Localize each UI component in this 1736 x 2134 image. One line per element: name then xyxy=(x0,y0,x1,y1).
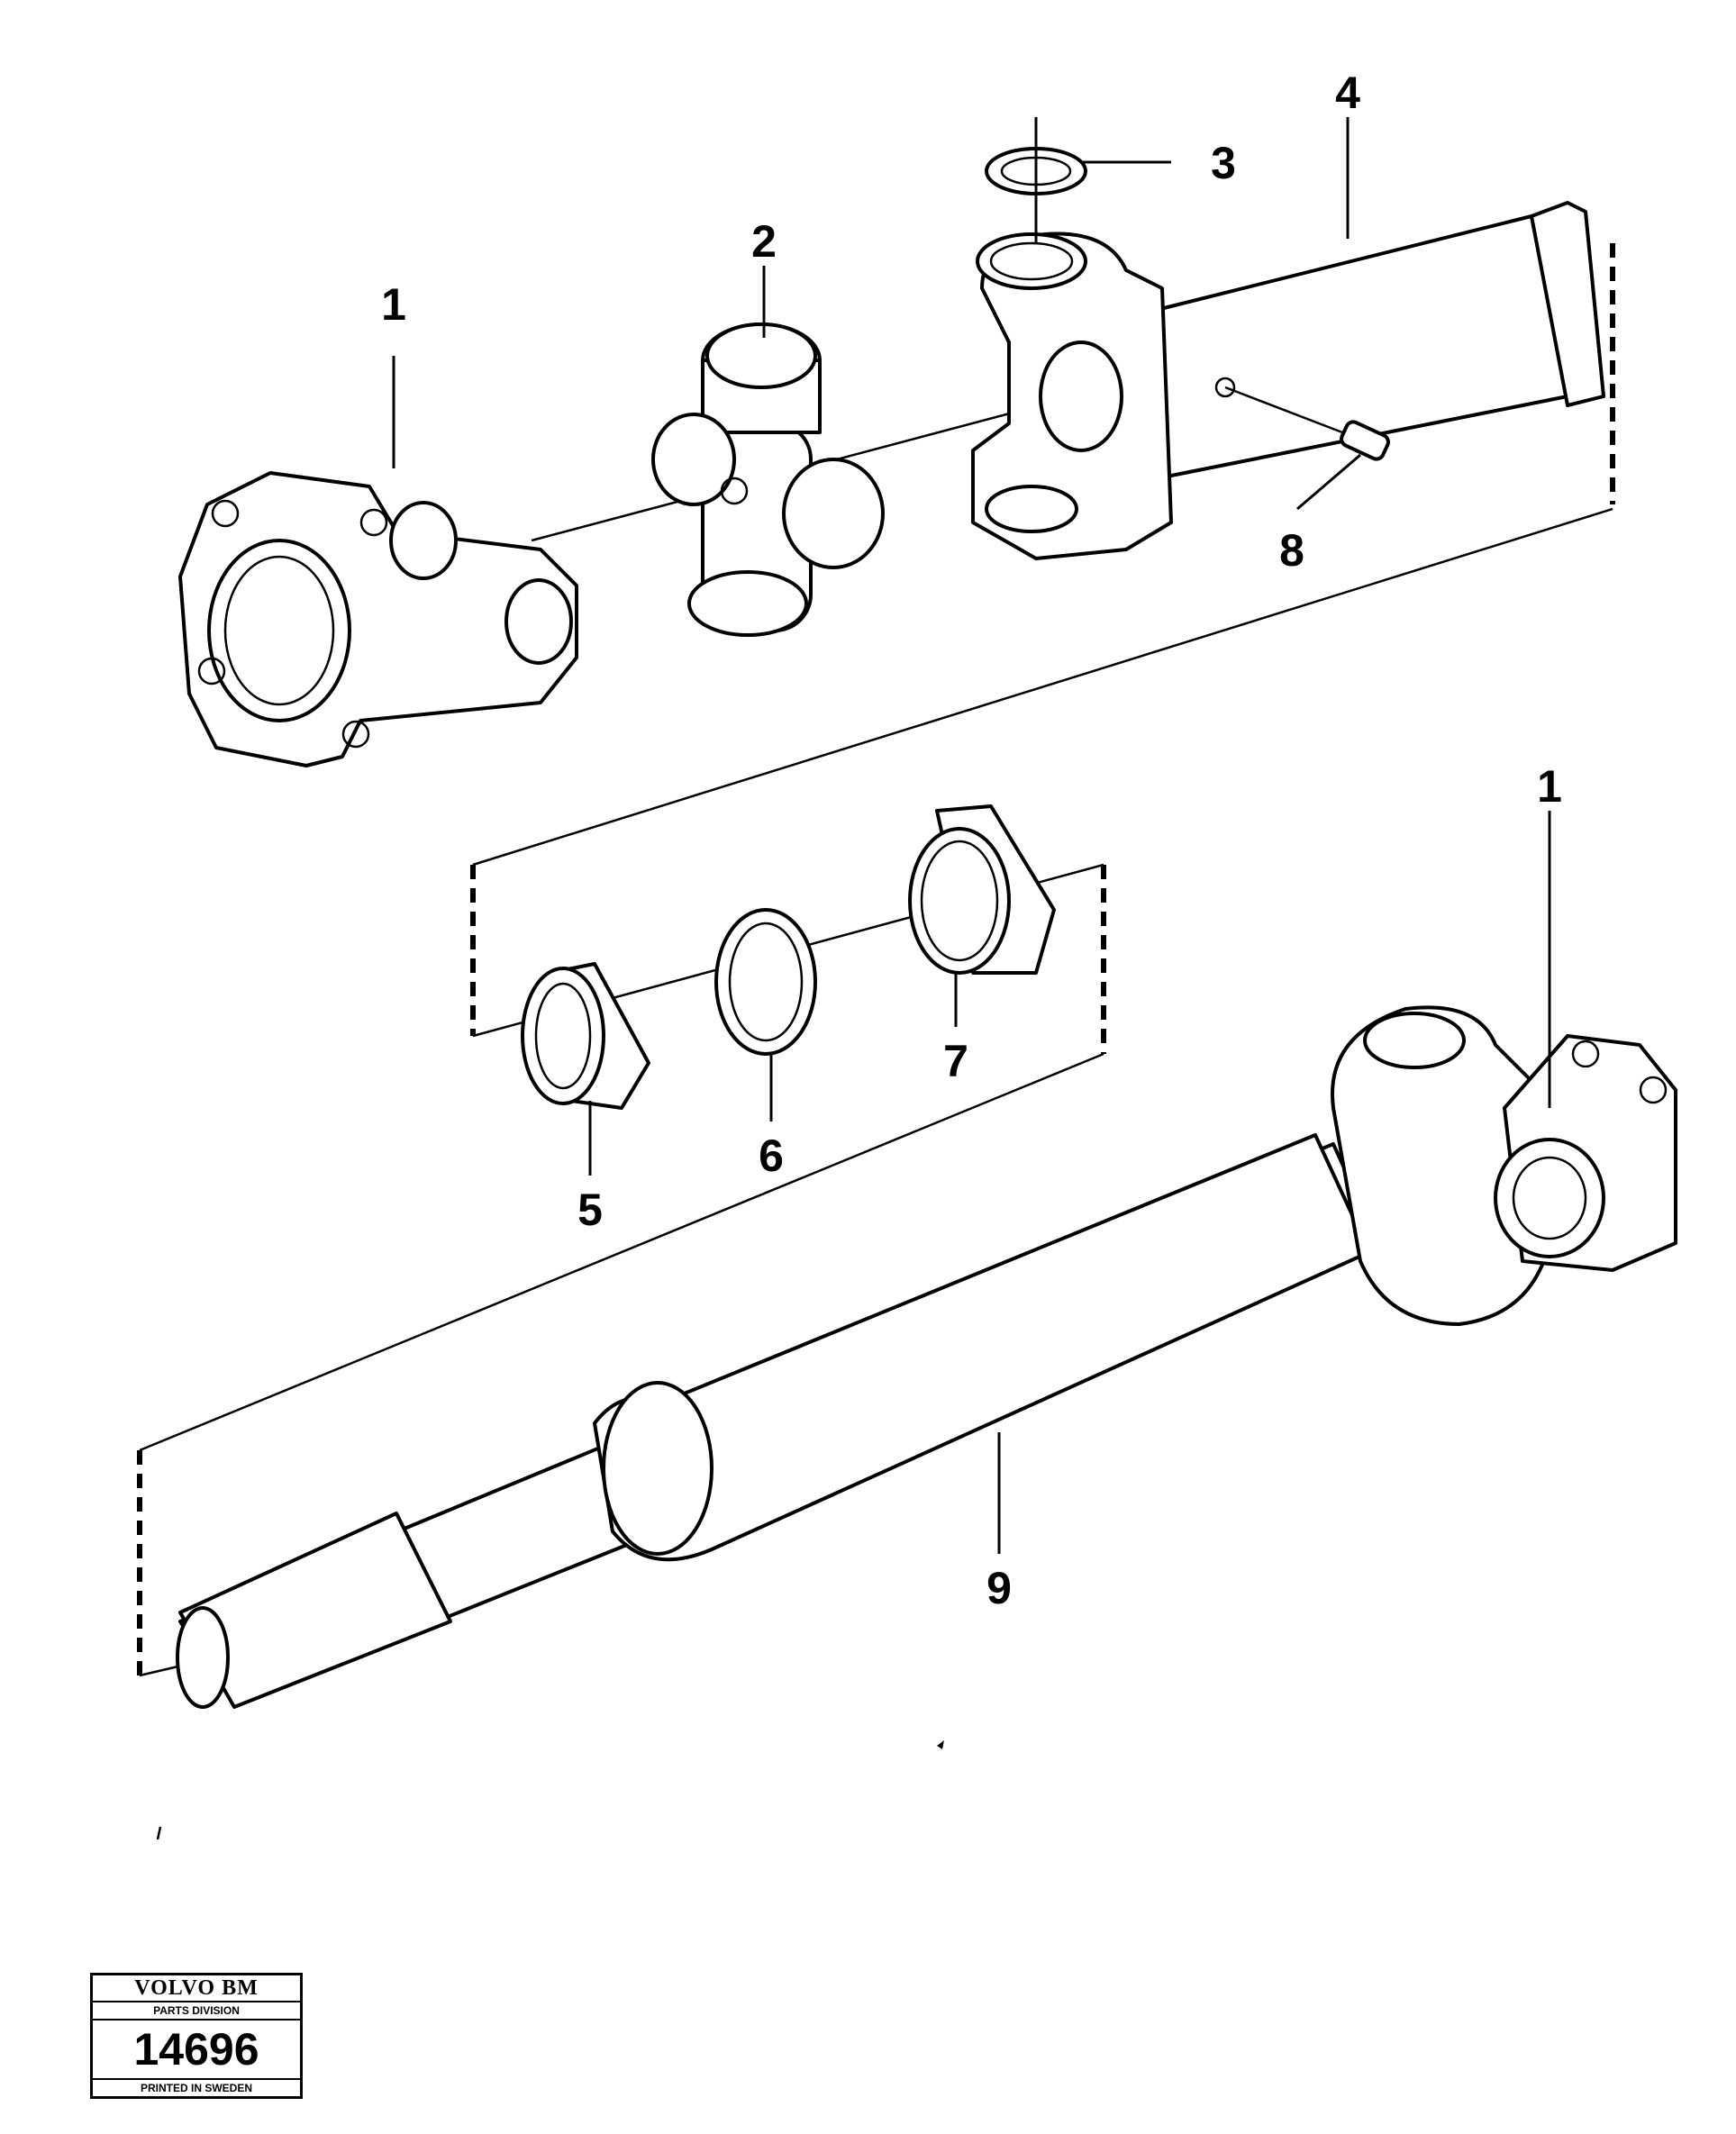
stamp-brand: VOLVO BM xyxy=(93,1975,300,2002)
seal-part-5 xyxy=(521,962,650,1110)
slip-yoke-part-4 xyxy=(971,201,1605,560)
threaded-nut-part-7 xyxy=(908,804,1056,975)
callout-1-top: 1 xyxy=(381,279,406,330)
flange-yoke-part-1-top xyxy=(178,471,578,767)
callout-6: 6 xyxy=(759,1131,784,1181)
stamp-illustration-number: 14696 xyxy=(93,2020,300,2080)
leader-8 xyxy=(1296,453,1361,511)
stamp-printed-in: PRINTED IN SWEDEN xyxy=(140,2082,252,2094)
callout-5: 5 xyxy=(577,1185,603,1235)
callout-3: 3 xyxy=(1211,138,1236,188)
bracket-connector-upper xyxy=(472,507,1613,867)
callout-1-bottom: 1 xyxy=(1537,761,1562,812)
callout-7: 7 xyxy=(943,1036,968,1086)
callout-2: 2 xyxy=(751,216,777,267)
callout-9: 9 xyxy=(986,1563,1012,1613)
bracket-connector-lower xyxy=(139,1052,1104,1452)
universal-joint-cross-part-2 xyxy=(651,322,885,637)
volvo-bm-parts-stamp: VOLVO BM PARTS DIVISION 14696 PRINTED IN… xyxy=(90,1973,303,2099)
flange-yoke-part-1-bottom xyxy=(1331,1005,1677,1326)
stray-tick xyxy=(156,1826,162,1840)
grease-nipple-part-8 xyxy=(1224,386,1390,461)
stray-mark xyxy=(937,1740,944,1749)
callout-8: 8 xyxy=(1279,525,1304,576)
callout-4: 4 xyxy=(1335,68,1360,118)
washer-part-6 xyxy=(714,908,817,1056)
splined-shaft-part-9 xyxy=(176,1133,1380,1709)
stamp-division: PARTS DIVISION xyxy=(93,2002,300,2020)
